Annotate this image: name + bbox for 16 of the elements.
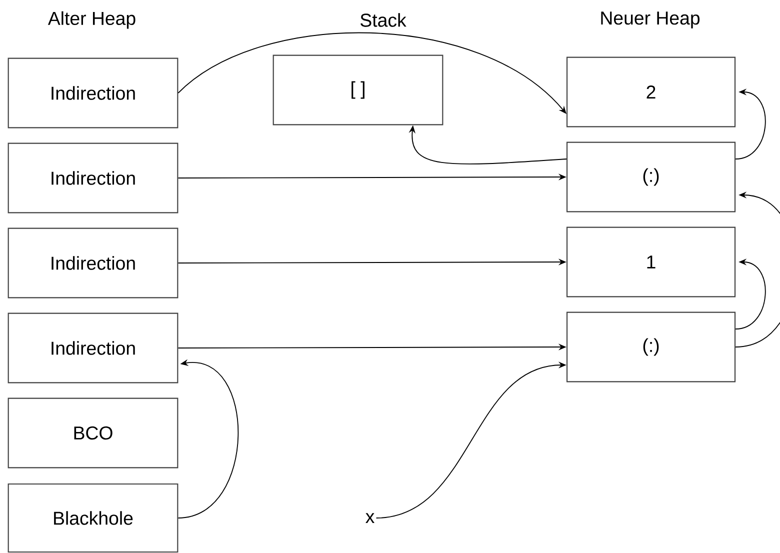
column-heading: Neuer Heap (601, 12, 700, 28)
column-heading: Alter Heap (48, 11, 136, 29)
variable-label: x (366, 513, 374, 523)
memory-box: Indirection (8, 142, 178, 214)
memory-box: [ ] (272, 54, 444, 126)
memory-box: Indirection (8, 58, 178, 128)
memory-box: Indirection (8, 228, 178, 298)
arrow (178, 32, 566, 114)
memory-box: BCO (8, 398, 178, 468)
memory-box: 2 (566, 56, 736, 128)
column-heading: Stack (360, 13, 406, 27)
memory-box: Indirection (8, 312, 178, 384)
memory-box: Blackhole (8, 483, 178, 553)
memory-box: (:) (566, 312, 736, 382)
memory-box: (:) (566, 142, 736, 212)
memory-box: 1 (566, 226, 736, 298)
